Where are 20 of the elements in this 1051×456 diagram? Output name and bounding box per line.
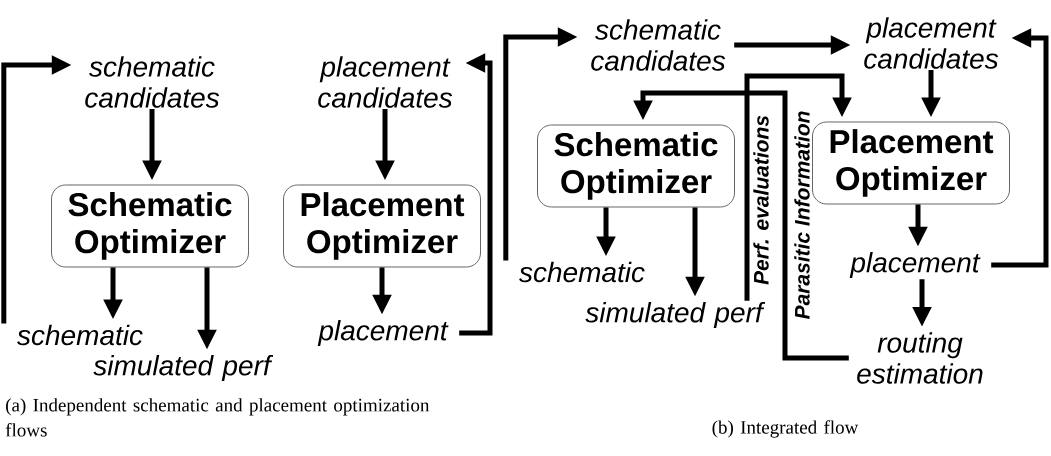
caption: (a) Independent schematic and placement optimization flows bbox=[5, 398, 430, 437]
optimizer-box: Schematic Optimizer bbox=[537, 124, 735, 208]
flow-label: schematic candidates bbox=[591, 19, 726, 71]
flow-label: simulated perf bbox=[93, 354, 274, 382]
flow-label: placement bbox=[317, 319, 449, 347]
edge-label: Parasitic Information bbox=[793, 109, 811, 321]
arrow bbox=[744, 73, 852, 301]
flow-label: schematic bbox=[17, 324, 143, 346]
flow-label: simulated perf bbox=[585, 301, 766, 329]
flow-label: schematic candidates bbox=[85, 56, 220, 108]
caption: (b) Integrated flow bbox=[712, 420, 859, 438]
flow-label: placement candidates bbox=[864, 17, 999, 69]
optimizer-box: Schematic Optimizer bbox=[51, 184, 249, 268]
optimizer-box: Placement Optimizer bbox=[812, 121, 1010, 205]
edge-label: Perf. evaluations bbox=[752, 114, 770, 286]
flow-label: routing estimation bbox=[857, 332, 983, 384]
flow-label: placement candidates bbox=[318, 56, 453, 108]
optimizer-box: Placement Optimizer bbox=[283, 184, 481, 268]
flow-label: placement bbox=[849, 251, 981, 279]
flow-label: schematic bbox=[519, 261, 645, 283]
